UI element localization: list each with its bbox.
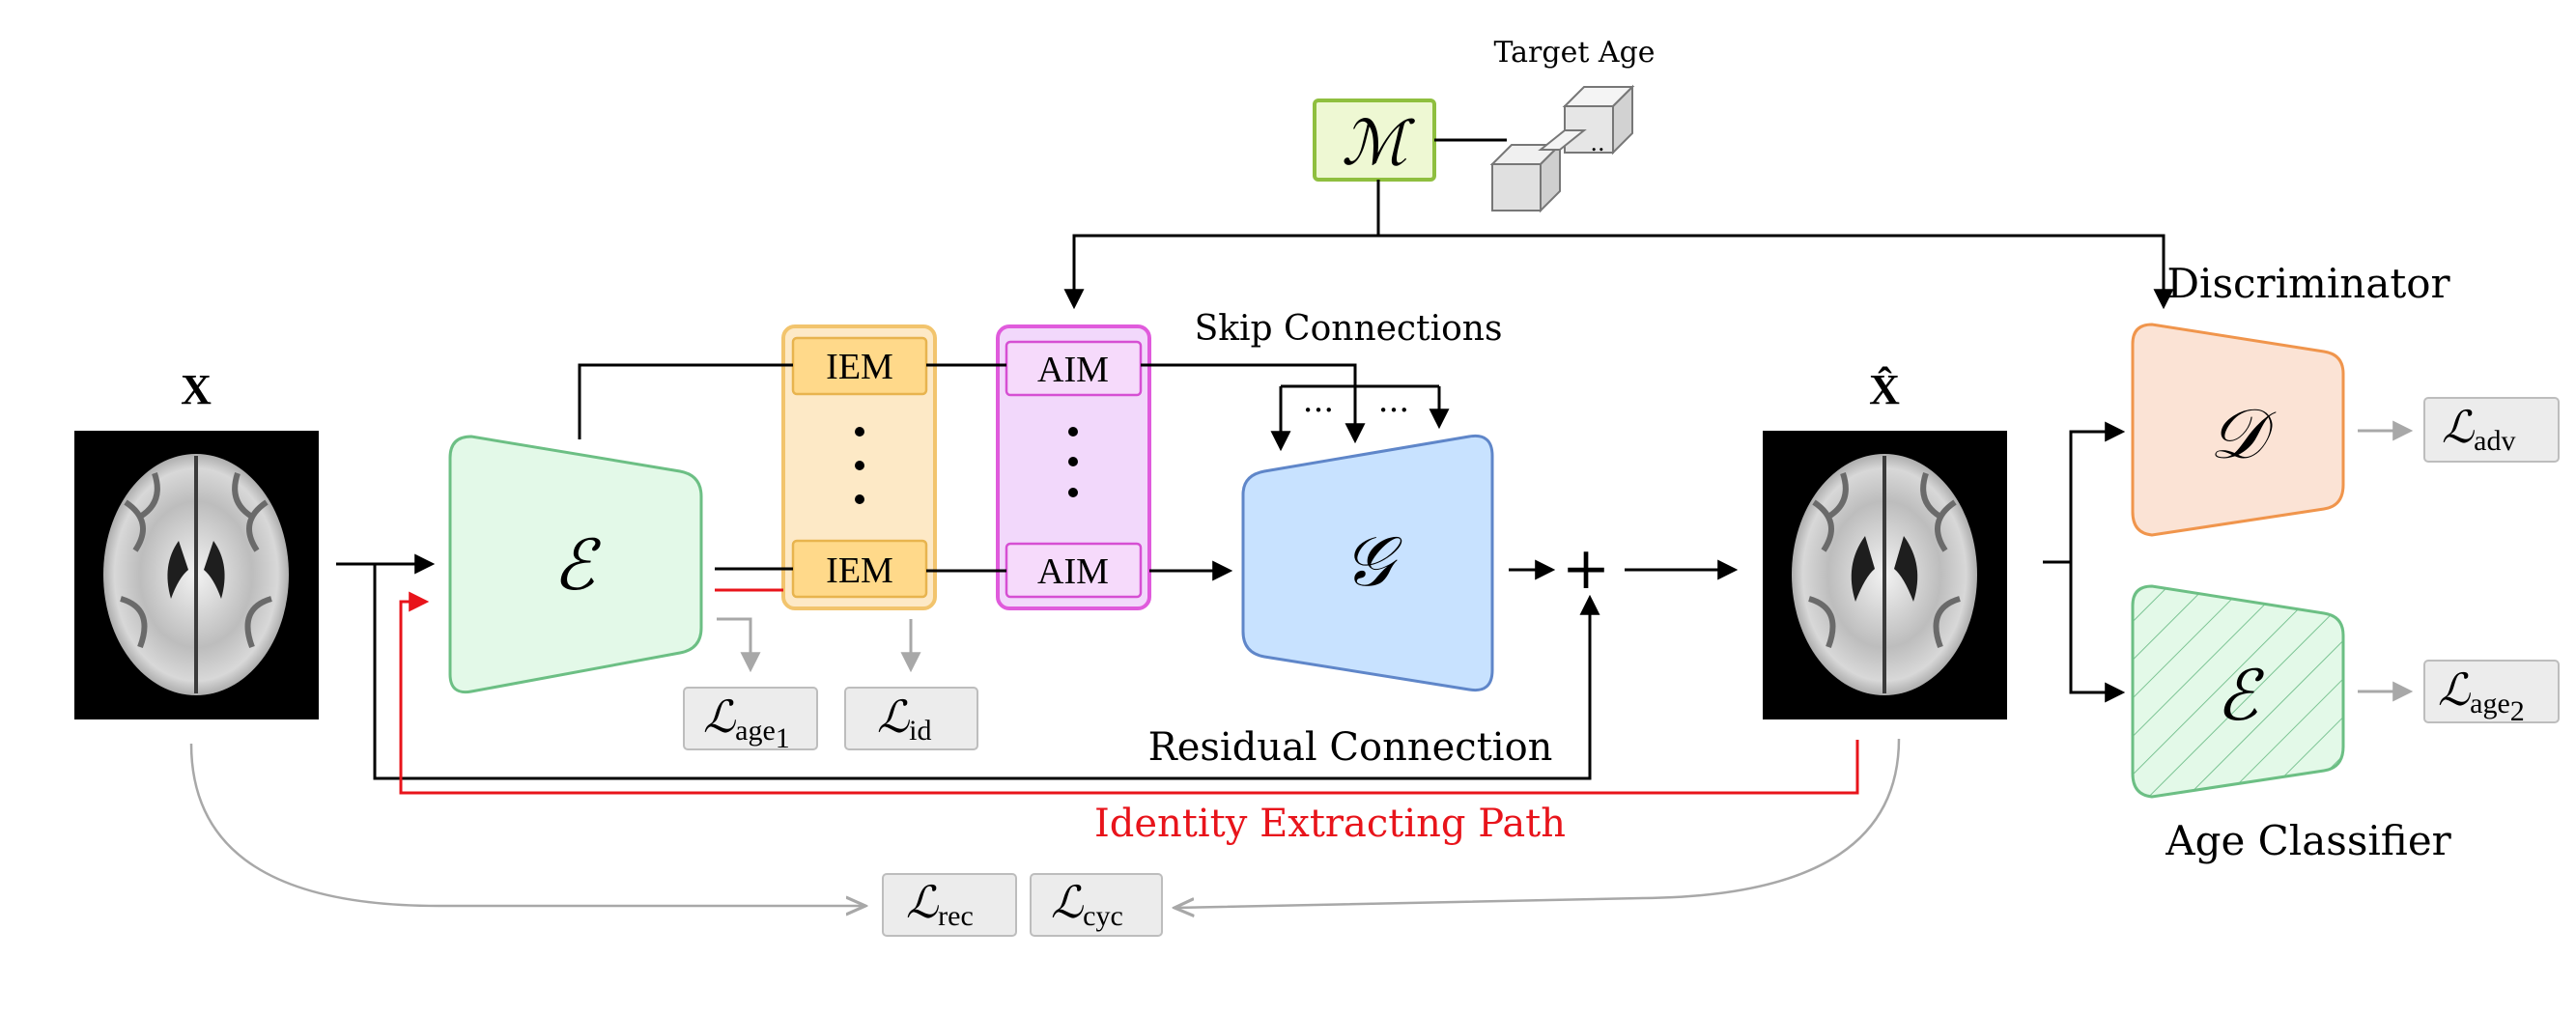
skip-dots-right: ··· (1378, 391, 1409, 430)
loss-age1: ℒage1 (683, 687, 818, 754)
residual-plus: + (1562, 535, 1610, 603)
loss-cyc: ℒcyc (1030, 873, 1163, 937)
loss-age2: ℒage2 (2423, 660, 2560, 727)
discriminator-block (2131, 323, 2345, 537)
aim-block (996, 324, 1151, 610)
aim-bottom-label: AIM (1037, 551, 1109, 592)
identity-path-label: Identity Extracting Path (1094, 802, 1566, 846)
discriminator-label: Discriminator (2166, 260, 2450, 307)
svg-text:ℒid: ℒid (877, 692, 931, 747)
iem-bottom-label: IEM (826, 550, 893, 591)
age-classifier-label: Age Classifier (2165, 817, 2451, 864)
aim-top-label: AIM (1037, 350, 1109, 390)
iem-top-label: IEM (826, 347, 893, 387)
svg-text:ℒage2: ℒage2 (2438, 665, 2525, 727)
skip-dots-left: ··· (1303, 391, 1334, 430)
age-classifier-block (2131, 584, 2345, 799)
mapping-symbol: ℳ (1342, 109, 1416, 178)
input-brain-image (74, 431, 319, 719)
output-brain-image (1763, 431, 2007, 719)
output-x-label: X̂ (1869, 366, 1900, 413)
target-age-label: Target Age (1493, 36, 1655, 70)
target-age-vector-icon (1489, 84, 1635, 213)
skip-connections-label: Skip Connections (1195, 309, 1503, 349)
encoder-block (448, 435, 703, 694)
svg-text:ℒcyc: ℒcyc (1051, 878, 1123, 932)
residual-connection-label: Residual Connection (1148, 725, 1553, 770)
loss-rec: ℒrec (882, 873, 1017, 937)
svg-text:ℒage1: ℒage1 (703, 692, 790, 754)
cube-dots: .. (1590, 129, 1604, 156)
svg-text:ℒrec: ℒrec (906, 878, 974, 932)
generator-block (1241, 434, 1494, 692)
svg-text:ℒadv: ℒadv (2442, 403, 2515, 457)
encoder-symbol: ℰ (552, 527, 601, 605)
age-classifier-symbol: ℰ (2216, 658, 2264, 735)
input-x-label: X (181, 366, 212, 413)
loss-adv: ℒadv (2423, 397, 2560, 463)
loss-id: ℒid (844, 687, 978, 750)
